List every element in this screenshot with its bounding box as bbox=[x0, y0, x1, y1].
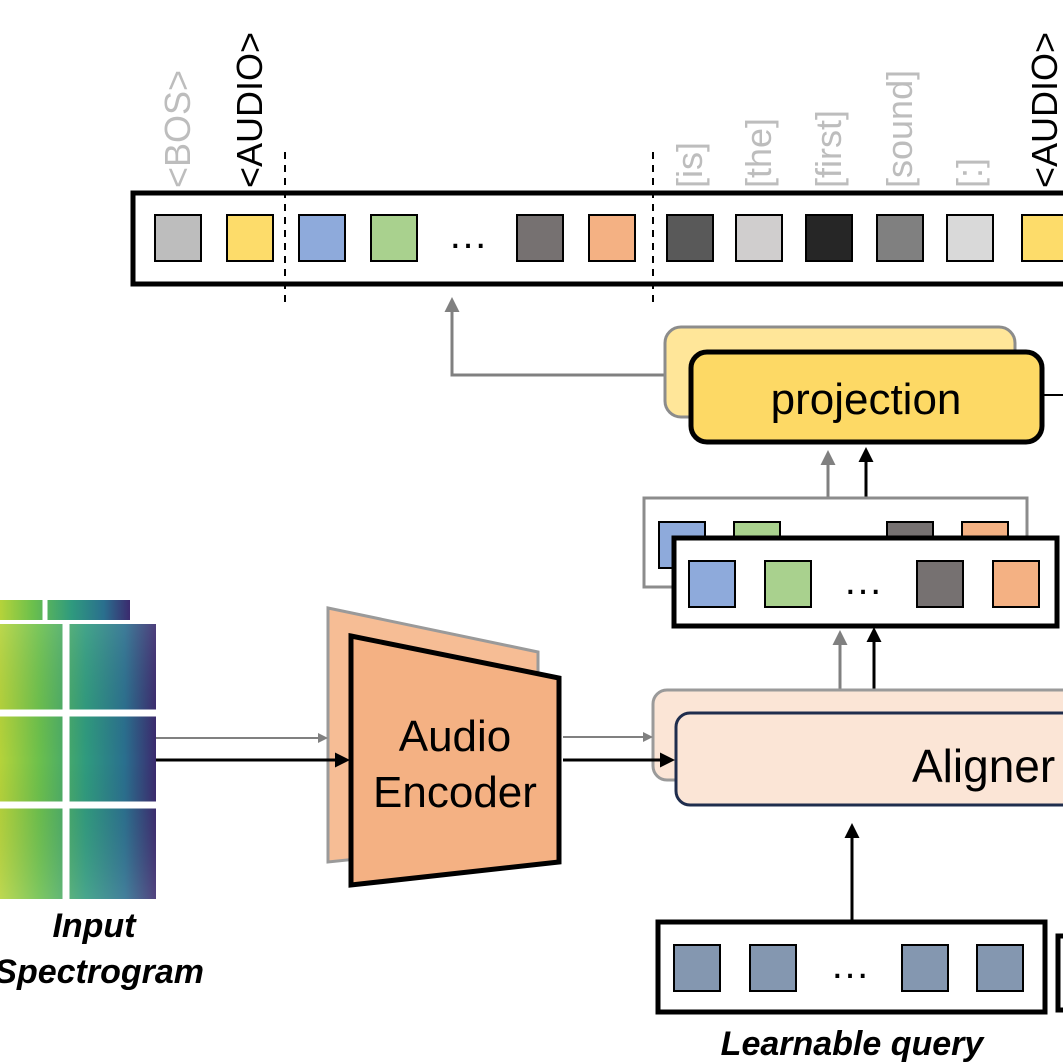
aligner-output-token-1 bbox=[764, 560, 812, 608]
query-token-3 bbox=[901, 944, 949, 992]
sequence-token-12 bbox=[1021, 214, 1063, 262]
query-box-second-edge bbox=[1055, 933, 1063, 1013]
query-token-0 bbox=[673, 944, 721, 992]
sequence-token-1 bbox=[226, 214, 274, 262]
sequence-token-2 bbox=[298, 214, 346, 262]
encoder-label-line1: Audio bbox=[399, 712, 512, 761]
aligner-label: Aligner bbox=[912, 740, 1055, 792]
projection-label: projection bbox=[771, 375, 962, 424]
query-ellipsis: … bbox=[830, 943, 870, 987]
sequence-ellipsis: … bbox=[448, 213, 488, 257]
projection-box bbox=[688, 349, 1045, 445]
query-label: Learnable query bbox=[721, 1025, 986, 1063]
projection-to-sequence-arrow bbox=[444, 297, 665, 377]
sequence-token-label-12: <AUDIO> bbox=[1024, 32, 1063, 188]
sequence-token-0 bbox=[154, 214, 202, 262]
sequence-token-label-8: [the] bbox=[738, 118, 779, 188]
sequence-token-label-9: [first] bbox=[808, 110, 849, 188]
sequence-token-8 bbox=[735, 214, 783, 262]
sequence-token-9 bbox=[805, 214, 853, 262]
sequence-token-6 bbox=[588, 214, 636, 262]
sequence-token-label-10: [sound] bbox=[879, 70, 920, 188]
token-labels: <BOS> <AUDIO> [is] [the] [first] [sound] [:] <A… bbox=[157, 32, 1063, 188]
query-token-4 bbox=[976, 944, 1024, 992]
sequence-token-label-1: <AUDIO> bbox=[229, 32, 270, 188]
input-label-line2: Spectrogram bbox=[0, 953, 204, 991]
sequence-token-label-11: [:] bbox=[949, 158, 990, 188]
aligner-output-tokens: … bbox=[688, 559, 1040, 608]
sequence-token-label-7: [is] bbox=[669, 142, 710, 188]
sequence-token-10 bbox=[876, 214, 924, 262]
encoder-shape bbox=[348, 632, 562, 888]
sequence-token-3 bbox=[370, 214, 418, 262]
aligner-output-token-0 bbox=[688, 560, 736, 608]
input-spectrogram bbox=[0, 598, 156, 899]
aligner-output-token-4 bbox=[992, 560, 1040, 608]
query-tokens: … bbox=[673, 943, 1024, 992]
aligner-output-token-3 bbox=[916, 560, 964, 608]
aligner-box bbox=[674, 711, 1063, 807]
sequence-token-7 bbox=[666, 214, 714, 262]
query-token-1 bbox=[749, 944, 797, 992]
sequence-token-label-0: <BOS> bbox=[157, 70, 198, 188]
input-label-line1: Input bbox=[52, 907, 137, 945]
aligner-output-ellipsis: … bbox=[843, 559, 883, 603]
encoder-label-line2: Encoder bbox=[373, 768, 537, 817]
sequence-token-11 bbox=[946, 214, 994, 262]
token-squares: … bbox=[154, 213, 1063, 262]
sequence-token-5 bbox=[516, 214, 564, 262]
